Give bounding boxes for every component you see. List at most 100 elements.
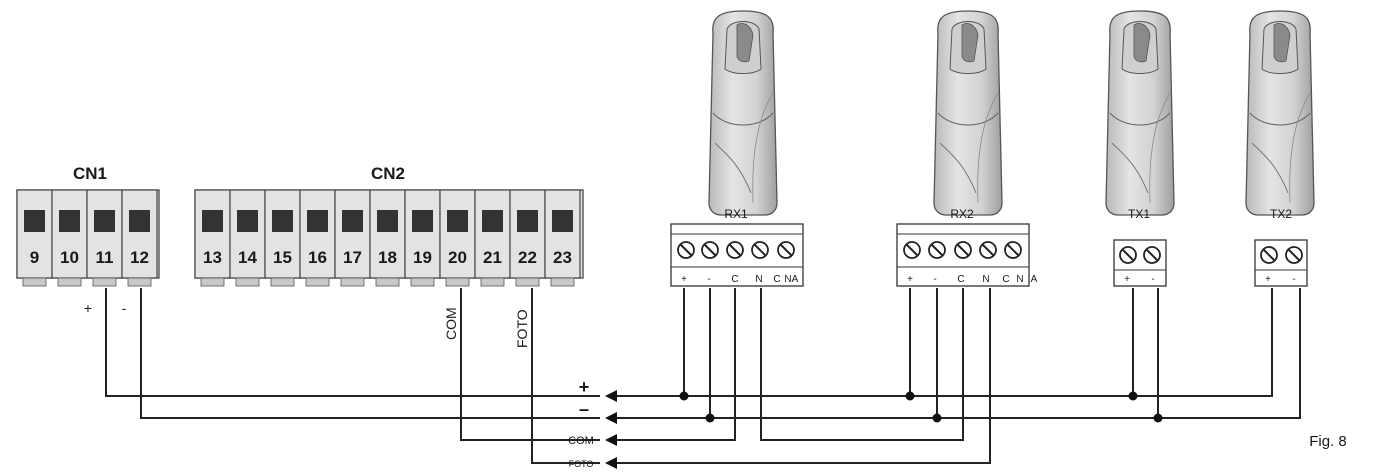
cn1-terminal-number: 10	[60, 248, 79, 267]
bus-arrow-com	[605, 434, 617, 446]
pin-label-minus: -	[122, 300, 127, 316]
rx2-screw	[903, 241, 921, 259]
cn2-terminal-number: 18	[378, 248, 397, 267]
rx1-terminal-label: N	[755, 274, 762, 285]
tx1-label: TX1	[1128, 207, 1150, 221]
junction-dot	[679, 391, 689, 401]
cn2-terminal-15: 15	[264, 189, 301, 287]
rx2-terminal-label: C	[1002, 274, 1009, 285]
cn2-title: CN2	[371, 164, 405, 183]
rx2-screw	[954, 241, 972, 259]
rx1-screw	[701, 241, 719, 259]
rx2-terminal-label: N	[1016, 274, 1023, 285]
cn1-terminal-number: 12	[130, 248, 149, 267]
tx1-terminal-block: + -	[1113, 239, 1167, 287]
bus-label-minus: –	[579, 399, 589, 419]
tx1-terminal-label: +	[1124, 274, 1130, 285]
tx1-screw	[1119, 246, 1137, 264]
cn2-terminal-number: 14	[238, 248, 257, 267]
wire-rx1-n-to-rx2-c	[760, 288, 964, 441]
cn1-terminal-9: 9	[16, 189, 53, 287]
wire-plus-controller	[105, 288, 600, 397]
cn1-terminal-number: 11	[96, 248, 114, 267]
tx2-terminal-block: + -	[1254, 239, 1308, 287]
pin-label-com: COM	[443, 307, 459, 340]
cn2-terminal-16: 16	[299, 189, 336, 287]
cn2-terminal-23: 23	[544, 189, 581, 287]
junction-dot	[905, 391, 915, 401]
rx2-terminal-label: A	[1031, 274, 1038, 285]
cn2-terminal-22: 22	[509, 189, 546, 287]
figure-label: Fig. 8	[1309, 433, 1347, 450]
rx1-terminal-label: -	[707, 274, 710, 285]
cn1-terminal-12: 12	[121, 189, 158, 287]
rx1-terminal-label: C	[773, 274, 780, 285]
cn2-terminal-number: 16	[308, 248, 327, 267]
cn2-terminal-number: 23	[553, 248, 572, 267]
bus-arrow-foto	[605, 457, 617, 469]
cn2-terminal-18: 18	[369, 189, 406, 287]
rx2-terminal-label: N	[982, 274, 989, 285]
bus-label-com: COM	[568, 435, 594, 447]
cn2-terminal-21: 21	[474, 189, 511, 287]
wire-com-controller	[460, 288, 600, 441]
cn2-terminal-13: 13	[194, 189, 231, 287]
rx1-screw	[777, 241, 795, 259]
tx2-label: TX2	[1270, 207, 1292, 221]
cn1-block: 9 10 11 12	[16, 189, 160, 287]
rx2-terminal-label: C	[957, 274, 964, 285]
rx1-screw	[751, 241, 769, 259]
rx1-screw	[677, 241, 695, 259]
cn2-terminal-19: 19	[404, 189, 441, 287]
cn1-terminal-10: 10	[51, 189, 88, 287]
rx2-screw	[928, 241, 946, 259]
rx1-terminal-label: N	[784, 274, 791, 285]
cn2-terminal-17: 17	[334, 189, 371, 287]
tx1-sensor-body	[1105, 10, 1175, 216]
cn2-terminal-20: 20	[439, 189, 476, 287]
wire-minus-controller	[140, 288, 600, 419]
pin-label-foto: FOTO	[514, 309, 530, 348]
tx2-sensor-body	[1245, 10, 1315, 216]
junction-dot	[932, 413, 942, 423]
tx1-screw	[1143, 246, 1161, 264]
junction-dot	[1128, 391, 1138, 401]
cn2-terminal-number: 22	[518, 248, 537, 267]
cn2-terminal-number: 21	[483, 248, 502, 267]
rx1-terminal-label: A	[792, 274, 799, 285]
rx1-label: RX1	[724, 207, 748, 221]
bus-label-foto: FOTO	[569, 459, 594, 469]
tx2-terminal-label: -	[1292, 274, 1295, 285]
rx1-terminal-label: C	[731, 274, 738, 285]
cn2-terminal-14: 14	[229, 189, 266, 287]
junction-dot	[1153, 413, 1163, 423]
rx2-terminal-label: -	[933, 274, 936, 285]
wire-plus-bus	[616, 288, 1273, 397]
cn2-terminal-number: 19	[413, 248, 432, 267]
bus-arrow-plus	[605, 390, 617, 402]
cn2-terminal-number: 13	[203, 248, 222, 267]
tx1-terminal-label: -	[1151, 274, 1154, 285]
bus-label-plus: +	[579, 377, 590, 397]
tx2-screw	[1260, 246, 1278, 264]
rx1-terminal-block: + - C N C N A	[670, 223, 804, 287]
cn1-title: CN1	[73, 164, 107, 183]
cn1-terminal-11: 11	[86, 189, 123, 287]
cn2-terminal-number: 20	[448, 248, 467, 267]
cn2-block: 13 14 15 16 17 18 19 20 21 22 23	[194, 189, 584, 287]
rx1-terminal-label: +	[681, 274, 687, 285]
rx2-terminal-block: + - C N C N A	[896, 223, 1038, 287]
bus-arrow-minus	[605, 412, 617, 424]
rx2-sensor-body	[933, 10, 1003, 216]
cn2-terminal-number: 15	[273, 248, 292, 267]
pin-label-plus: +	[84, 300, 92, 316]
junction-dot	[705, 413, 715, 423]
tx2-terminal-label: +	[1265, 274, 1271, 285]
rx1-screw	[726, 241, 744, 259]
rx2-screw	[979, 241, 997, 259]
wire-com-bus	[616, 288, 736, 441]
rx2-screw	[1004, 241, 1022, 259]
rx1-sensor-body	[708, 10, 778, 216]
wire-foto-controller	[531, 288, 600, 464]
